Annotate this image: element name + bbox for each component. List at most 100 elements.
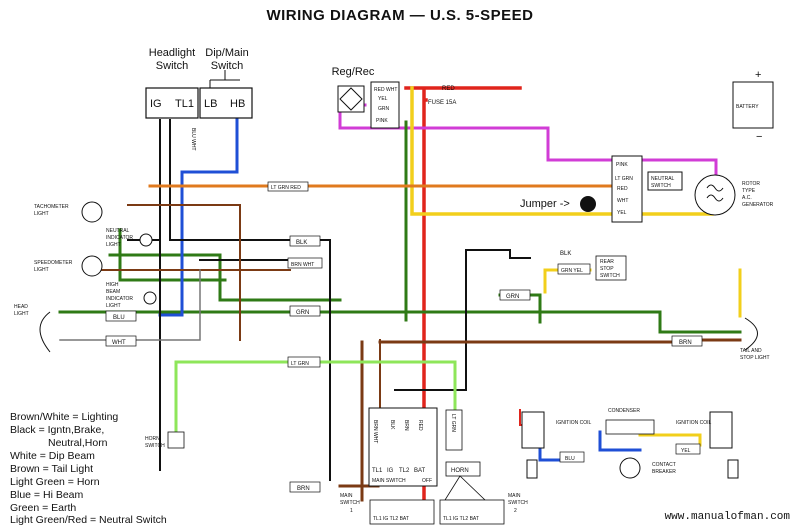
ign-yel: YEL [681, 448, 691, 454]
spark-plug-left-icon [526, 459, 538, 479]
label-brn-wht: BRN WHT [291, 262, 314, 268]
dip-switch-label-2: Switch [211, 60, 243, 72]
legend-item-3: White = Dip Beam [10, 450, 95, 462]
wire-yellow-jumper [410, 86, 612, 216]
ms2-line2: SWITCH [508, 500, 528, 506]
label-brn-bottom: BRN [297, 486, 310, 492]
label-grn: GRN [296, 310, 309, 316]
label-ltgrn-red: LT GRN RED [271, 185, 301, 191]
neutral-label-2: INDICATOR [106, 235, 133, 241]
battery[interactable]: BATTERY + − [732, 69, 774, 143]
box-brn-wht [287, 257, 323, 269]
hb-label-2: BEAM [106, 289, 120, 295]
ign-blu: BLU [565, 456, 575, 462]
tach-label-2: LIGHT [34, 211, 49, 217]
ms-wire-2: BLK [389, 420, 395, 430]
neutral-lamp-icon [139, 233, 153, 247]
main-switch-1[interactable]: MAIN SWITCH 1 TL1 IG TL2 BAT [340, 493, 435, 525]
ms1-terms: TL1 IG TL2 BAT [373, 516, 409, 522]
ms-wire-5: LT GRN [450, 414, 456, 432]
jumper-label: Jumper -> [520, 198, 570, 210]
rear-stop-label-3: SWITCH [600, 273, 620, 279]
horn[interactable]: HORN [444, 461, 486, 501]
label-grn-yel: GRN YEL [561, 268, 583, 274]
rear-stop-label-2: STOP [600, 266, 614, 272]
ms-term-bat: BAT [414, 468, 426, 474]
battery-box [732, 81, 774, 129]
alt-pin-pink: PINK [616, 162, 628, 168]
box-wht [105, 335, 137, 347]
box-brn-bottom [289, 481, 321, 493]
horn-icon [444, 475, 486, 501]
ms-wire-4: RED [417, 420, 423, 431]
ms-off: OFF [422, 478, 432, 484]
legend-item-8: Light Green/Red = Neutral Switch [10, 514, 167, 526]
neutral-switch-box [647, 171, 683, 191]
box-lt-grn [287, 356, 321, 368]
legend-item-7: Green = Earth [10, 502, 76, 514]
neutral-switch-label-1: NEUTRAL [651, 176, 675, 182]
wire-brn-wht [99, 204, 381, 411]
tail-label-2: STOP LIGHT [740, 355, 770, 361]
rear-stop-label-1: REAR [600, 259, 614, 265]
rear-stop-switch[interactable]: REAR STOP SWITCH [595, 255, 627, 281]
wire-black-3 [127, 239, 291, 261]
regulator-rectifier[interactable]: Reg/Rec RED WHT YEL GRN PINK FUSE 15A RE… [332, 66, 457, 129]
label-blu: BLU [113, 315, 125, 321]
tail-light[interactable]: TAIL AND STOP LIGHT [740, 317, 770, 361]
main-switch-box [368, 407, 438, 487]
legend-item-1: Black = Igntn,Brake, [10, 424, 104, 436]
horn-label: HORN [451, 468, 469, 474]
alternator-coil [706, 184, 724, 202]
reg-pin-wht: WHT [386, 87, 397, 93]
box-grn-yel [557, 263, 591, 275]
ms2-terms: TL1 IG TL2 BAT [443, 516, 479, 522]
regulator-label: Reg/Rec [332, 66, 375, 78]
jumper-dot [580, 196, 596, 212]
reg-pin-red: RED [374, 87, 385, 93]
reg-pin-grn: GRN [378, 106, 390, 112]
label-blk: BLK [296, 240, 307, 246]
main-switch-2[interactable]: TL1 IG TL2 BAT MAIN SWITCH 2 [439, 493, 528, 525]
main-switch[interactable]: BRN WHT BLK BRN RED TL1 IG TL2 BAT MAIN … [368, 407, 463, 487]
coil-left-label: IGNITION COIL [556, 420, 592, 426]
dip-switch[interactable]: Dip/Main Switch LB HB [199, 47, 253, 119]
ms1-line3: 1 [350, 508, 353, 514]
ms-term-ig: IG [387, 468, 394, 474]
diagram-title: WIRING DIAGRAM — U.S. 5-SPEED [266, 7, 533, 24]
spark-plug-right-icon [727, 459, 739, 479]
alternator-connector [611, 155, 643, 223]
ignition-coil-right-icon [709, 411, 733, 449]
alternator-body [694, 174, 736, 216]
legend-item-6: Blue = Hi Beam [10, 489, 83, 501]
term-ig: IG [150, 98, 162, 110]
head-label-2: LIGHT [14, 311, 29, 317]
battery-plus: + [755, 69, 761, 81]
headlight-switch-box [145, 87, 199, 119]
ms-label: MAIN SWITCH [372, 478, 406, 484]
wire-green-mid [118, 228, 227, 282]
fuse-label: FUSE 15A [428, 100, 456, 106]
hb-label-3: INDICATOR [106, 296, 133, 302]
rear-stop-box [595, 255, 627, 281]
condenser-icon [605, 419, 655, 435]
ms2-line1: MAIN [508, 493, 521, 499]
box-grn-right [499, 289, 531, 301]
headlight-switch[interactable]: Headlight Switch IG TL1 [145, 47, 199, 119]
alternator[interactable]: ROTOR TYPE A.C. GENERATOR PINK LT GRN RE… [611, 155, 774, 223]
ms-term-tl2: TL2 [399, 468, 410, 474]
neutral-label-1: NEUTRAL [106, 228, 130, 234]
horn-switch-box [167, 431, 185, 449]
bridge-box [337, 85, 365, 113]
contact-breaker-icon [619, 457, 641, 479]
wire-blue-ign [538, 430, 642, 462]
headlight-icon [39, 311, 51, 353]
speedo-label-2: LIGHT [34, 267, 49, 273]
hb-label-4: LIGHT [106, 303, 121, 309]
horn-switch[interactable]: HORN SWITCH [145, 431, 185, 449]
tach-lamp-icon [81, 201, 103, 223]
wire-label-red: RED [442, 86, 455, 92]
battery-minus: − [756, 131, 762, 143]
bridge-diamond [339, 87, 363, 111]
